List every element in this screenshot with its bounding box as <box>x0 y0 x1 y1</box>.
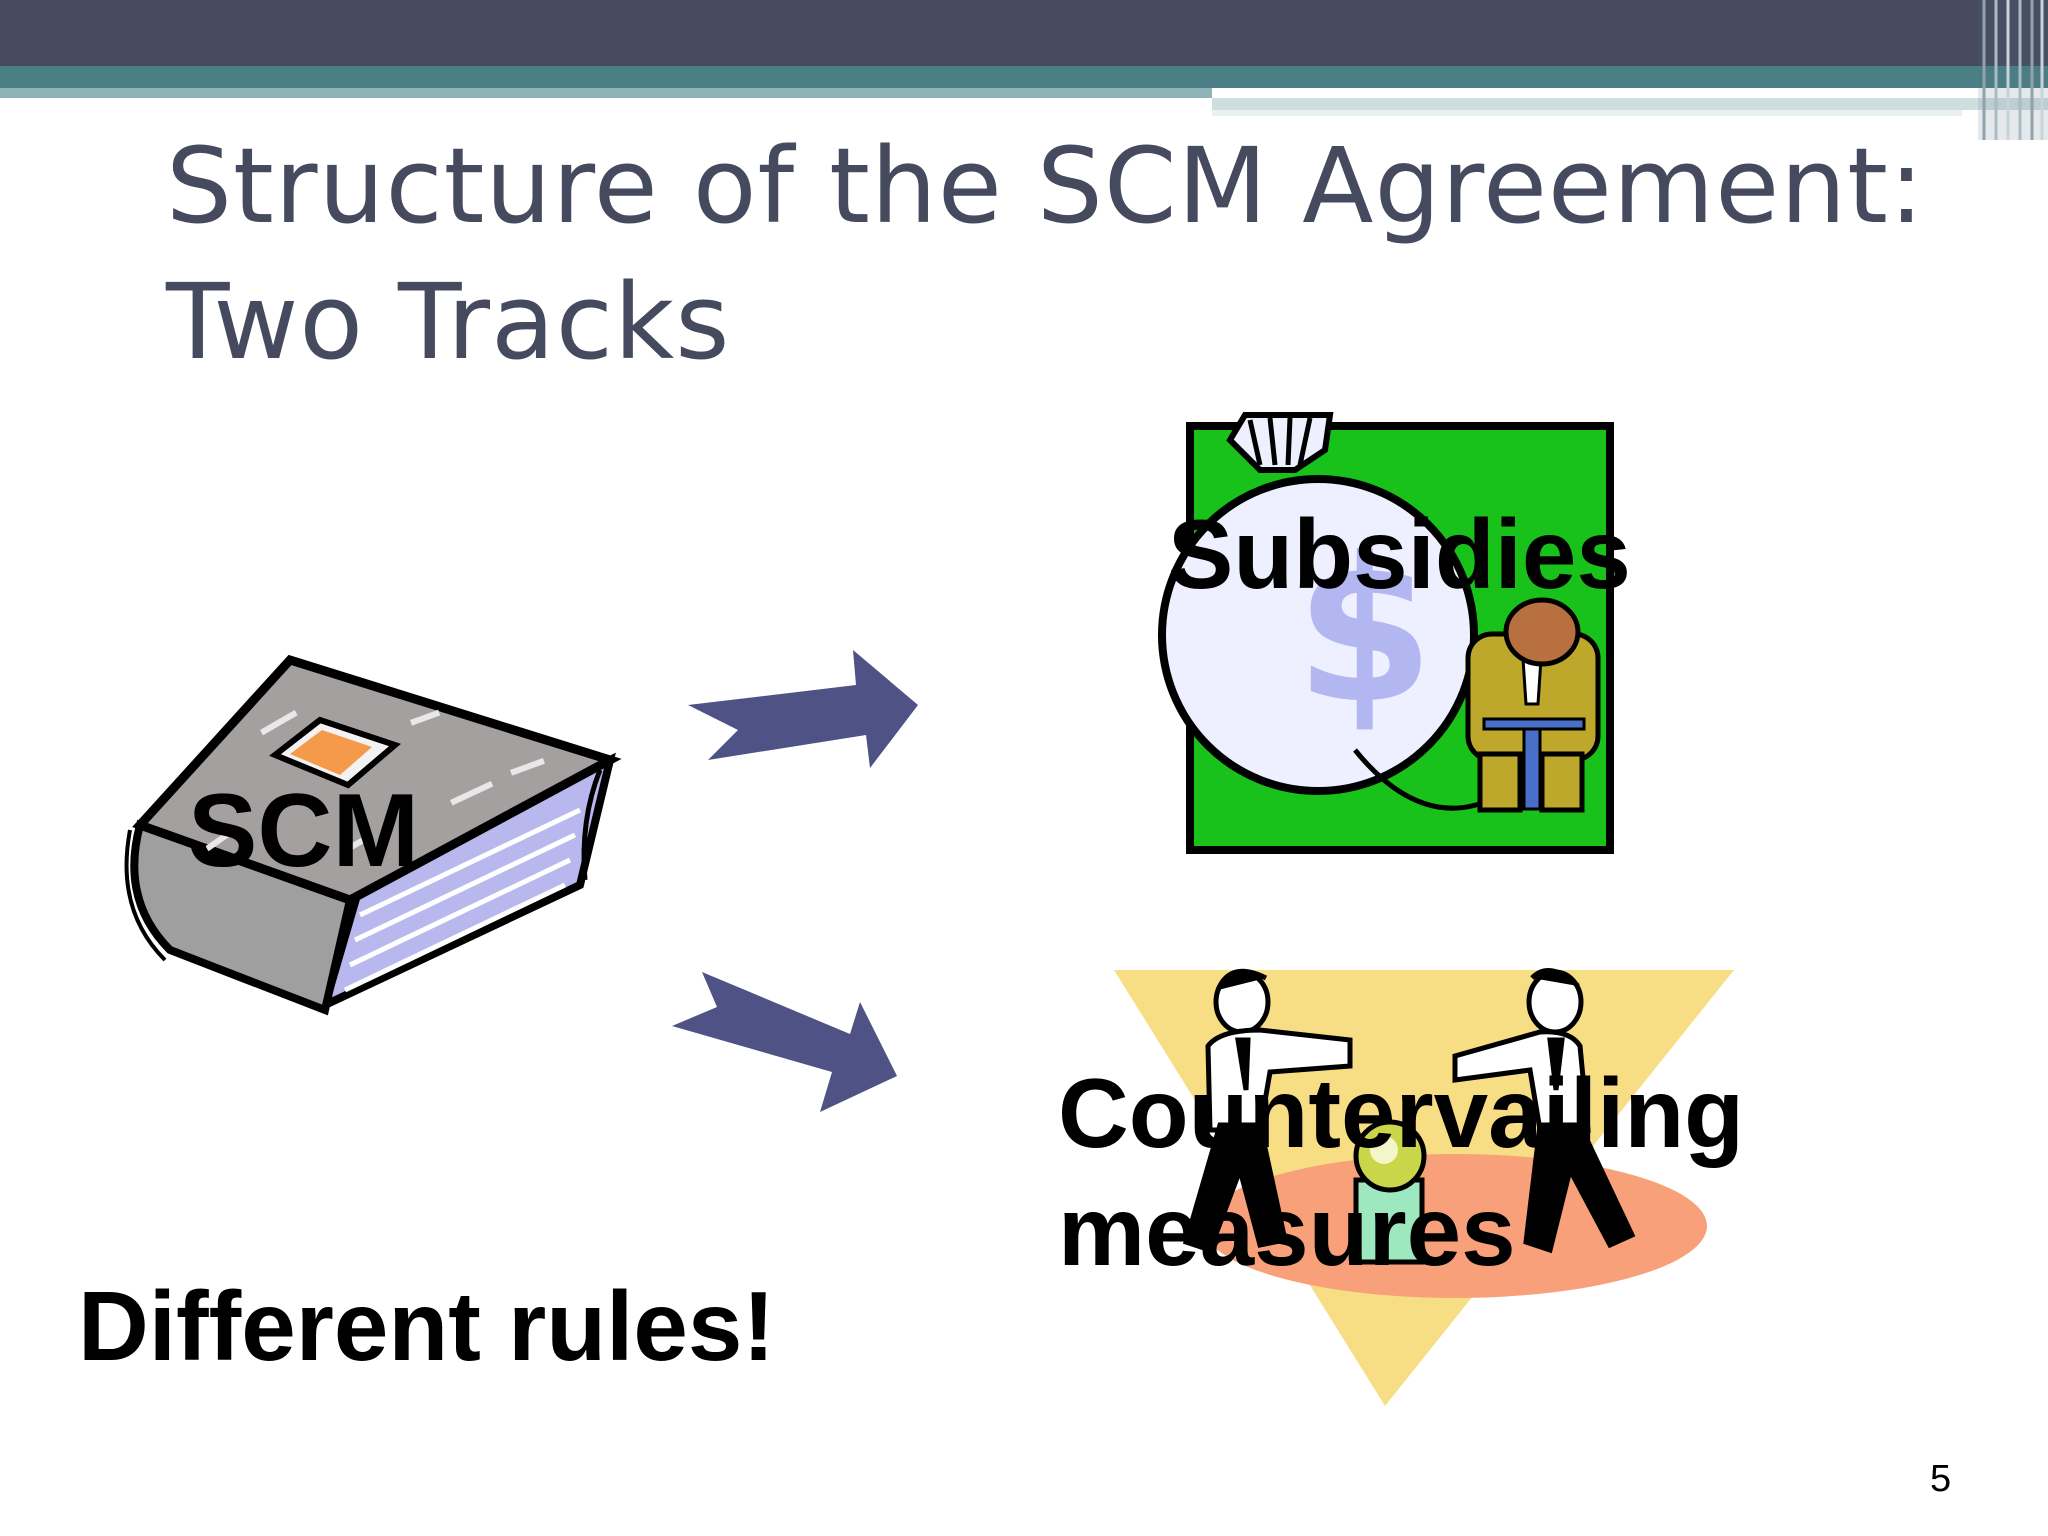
header-bar-light-right <box>1212 98 2048 110</box>
businessmen-icon <box>1114 968 1734 1406</box>
header-bar-teal <box>0 66 2048 88</box>
title-line-1: Structure of the SCM Agreement: <box>166 125 1925 247</box>
header-bar-dark <box>0 0 2048 66</box>
header-bar-highlight <box>1212 110 1962 116</box>
countervailing-label: Countervailing measures <box>1058 1054 1744 1290</box>
countervailing-line-1: Countervailing <box>1058 1058 1745 1168</box>
different-rules-text: Different rules! <box>78 1271 776 1381</box>
title-line-2: Two Tracks <box>166 261 731 383</box>
slide-title: Structure of the SCM Agreement: Two Trac… <box>166 118 1925 390</box>
arrow-icon <box>672 972 897 1112</box>
header-bar-light <box>0 88 1212 98</box>
countervailing-line-2: measures <box>1058 1176 1516 1286</box>
subsidies-label: Subsidies <box>1168 499 1631 609</box>
pump-man-icon <box>1465 597 1601 813</box>
book-label: SCM <box>188 773 420 889</box>
arrow-icon <box>688 650 918 768</box>
page-number: 5 <box>1930 1458 1952 1500</box>
header-corner-decoration <box>1978 0 2048 140</box>
svg-text:$: $ <box>1295 515 1434 748</box>
book-icon <box>124 654 622 1016</box>
